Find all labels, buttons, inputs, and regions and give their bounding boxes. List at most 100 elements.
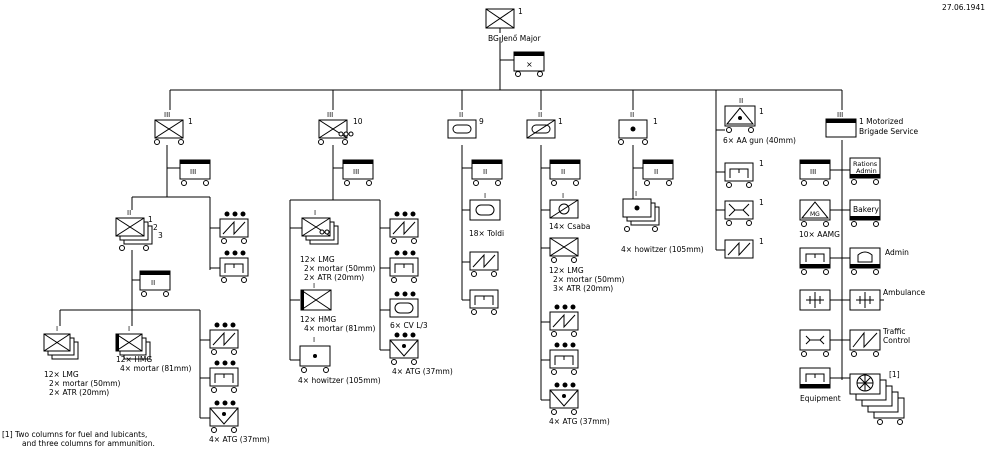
footnote-line-1: [1] Two columns for fuel and lubicants, — [2, 430, 147, 439]
infantry-regiment-symbol: III — [154, 111, 184, 145]
date-label: 27.06.1941 — [942, 3, 985, 12]
col6-supply-vehicle — [724, 162, 754, 188]
col4-rifle-label-1: 12× LMG — [549, 266, 584, 275]
col2-howitzer-label: 4× howitzer (105mm) — [298, 376, 381, 385]
maintenance-vehicle — [799, 329, 831, 357]
svg-text:III: III — [190, 168, 196, 176]
col2-tankette-company — [389, 291, 419, 318]
admin-label: Admin — [885, 248, 909, 257]
col1-rifle-label-2: 2× mortar (50mm) — [49, 379, 121, 388]
col4-battalion-hq-vehicle: II — [549, 159, 581, 186]
col4-atg-company — [549, 382, 579, 415]
ambulance-unit — [849, 289, 881, 311]
service-hq-vehicle: III — [799, 159, 831, 186]
svg-text:III: III — [837, 111, 843, 119]
svg-text:II: II — [538, 111, 542, 119]
ambulance-label: Ambulance — [883, 288, 926, 297]
col4-supply-vehicle — [549, 342, 579, 375]
col2-supply-vehicle — [389, 250, 419, 283]
equipment-vehicle — [799, 367, 831, 389]
machine-gun-company-stack: I — [115, 325, 151, 360]
col6-size-label-2: 1 — [759, 198, 764, 207]
col5-battalion-hq-vehicle: II — [642, 159, 674, 186]
col6-size-label-3: 1 — [759, 237, 764, 246]
col2-mg-label-2: 4× mortar (81mm) — [304, 324, 376, 333]
col4-rifle-label-3: 3× ATR (20mm) — [553, 284, 613, 293]
svg-text:I: I — [128, 325, 130, 333]
hq-size-label: 1 — [518, 7, 523, 16]
col2-howitzer-battery: I — [299, 336, 331, 373]
unit4-size-label: 1 — [558, 117, 563, 126]
reconnaissance-battalion-symbol: II — [526, 111, 556, 139]
col2-rifle-label-3: 2× ATR (20mm) — [304, 273, 364, 282]
col6-size-label-1: 1 — [759, 159, 764, 168]
svg-text:II: II — [630, 111, 634, 119]
infantry-battalion-stack: II — [115, 209, 153, 251]
col2-rifle-label-1: 12× LMG — [300, 255, 335, 264]
unit7-label-line2: Brigade Service — [859, 127, 919, 136]
col3-atg-vehicle — [469, 251, 499, 277]
col4-atg-label: 4× ATG (37mm) — [549, 417, 610, 426]
svg-text:II: II — [561, 168, 565, 176]
supply-columns-stack — [849, 373, 905, 425]
connector-lines — [59, 37, 884, 419]
col1-atg-label: 4× ATG (37mm) — [209, 435, 270, 444]
rations-label-1: Rations — [853, 160, 878, 168]
col2-mg-company: I — [300, 282, 332, 311]
admin-vehicle — [849, 247, 881, 275]
col1-atg-company — [209, 400, 239, 433]
rations-label-2: Admin — [856, 167, 877, 175]
svg-text:I: I — [635, 190, 637, 198]
col3-toldi-company: I — [469, 192, 501, 221]
aamg-inner-label: MG — [810, 211, 820, 218]
col4-atg-vehicle — [549, 304, 579, 337]
svg-text:II: II — [459, 111, 463, 119]
col2-cv-label: 6× CV L/3 — [390, 321, 428, 330]
unit6-aa-gun-label: 6× AA gun (40mm) — [723, 136, 796, 145]
col3-toldi-label: 18× Toldi — [469, 229, 504, 238]
rifle-company-stack: I — [43, 325, 79, 360]
col2-atg-company-vehicle — [389, 211, 419, 244]
col2-atg-label: 4× ATG (37mm) — [392, 367, 453, 376]
hq-commander-label: BG Jenő Major — [488, 34, 542, 43]
col6-bridging-vehicle — [724, 200, 754, 226]
col1-supply-vehicle — [209, 360, 239, 393]
svg-text:II: II — [151, 279, 155, 287]
svg-text:II: II — [127, 209, 131, 217]
supply-column-vehicle — [219, 250, 249, 283]
regiment-hq-vehicle: III — [179, 159, 211, 186]
svg-text:II: II — [483, 168, 487, 176]
svg-text:I: I — [314, 209, 316, 217]
col2-atg-company — [389, 332, 419, 365]
col1-antitank-vehicle — [209, 322, 239, 355]
col3-battalion-hq-vehicle: II — [471, 159, 503, 186]
battalion-number-1: 1 — [148, 215, 153, 224]
col3-supply-vehicle — [469, 289, 499, 315]
col1-rifle-label-1: 12× LMG — [44, 370, 79, 379]
svg-text:III: III — [164, 111, 170, 119]
svg-text:III: III — [327, 111, 333, 119]
col4-armored-car-company: I — [549, 192, 579, 219]
svg-text:II: II — [739, 97, 743, 105]
svg-text:I: I — [484, 192, 486, 200]
svg-text:III: III — [810, 168, 816, 176]
bakery-label: Bakery — [853, 205, 880, 214]
battalion-number-3: 3 — [158, 231, 163, 240]
artillery-battalion-symbol: II — [618, 111, 648, 145]
unit7-label-line1: 1 Motorized — [859, 117, 903, 126]
col2-rifle-label-2: 2× mortar (50mm) — [304, 264, 376, 273]
columns-note-label: [1] — [889, 370, 900, 379]
col5-howitzer-battery-stack: I — [622, 190, 660, 232]
svg-text:II: II — [654, 168, 658, 176]
service-supply-vehicle — [799, 247, 831, 275]
svg-text:I: I — [313, 336, 315, 344]
col4-csaba-label: 14× Csaba — [549, 222, 590, 231]
traffic-label-1: Traffic — [882, 327, 906, 336]
svg-text:I: I — [313, 282, 315, 290]
col1-mg-label-2: 4× mortar (81mm) — [120, 364, 192, 373]
footnote-line-2: and three columns for ammunition. — [22, 439, 155, 448]
unit1-size-label: 1 — [188, 117, 193, 126]
svg-text:III: III — [353, 168, 359, 176]
antiaircraft-battalion-symbol: II — [724, 97, 756, 133]
